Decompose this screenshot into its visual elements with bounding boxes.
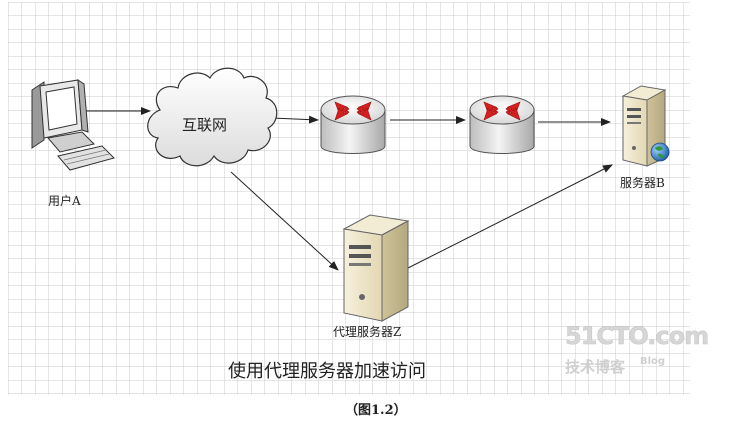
router-icon: [469, 95, 535, 154]
globe-icon: [650, 142, 670, 162]
computer-icon: [31, 79, 115, 171]
connections: [82, 107, 613, 271]
grid-background: [8, 2, 690, 395]
diagram-caption: 使用代理服务器加速访问: [228, 361, 426, 382]
server-icon: [342, 214, 410, 322]
internet-label: 互联网: [182, 116, 228, 134]
user-label: 用户A: [48, 194, 81, 208]
figure-label: （图1.2）: [345, 403, 407, 418]
proxy-server-label: 代理服务器Z: [333, 325, 402, 339]
server-icon: [621, 85, 667, 167]
watermark-logo: 51CTO.com 技术博客 Blog: [565, 322, 710, 382]
link-internet-to-proxy: [230, 171, 339, 271]
watermark-sub: 技术博客: [565, 358, 626, 376]
server-b-label: 服务器B: [620, 176, 665, 190]
link-proxy-to-server-b: [407, 164, 613, 269]
watermark-main: 51CTO.com: [565, 322, 710, 351]
watermark-blog: Blog: [640, 356, 666, 367]
internet-cloud-icon: [147, 67, 278, 167]
link-internet-to-router1: [271, 115, 319, 124]
router-icon: [320, 95, 386, 154]
